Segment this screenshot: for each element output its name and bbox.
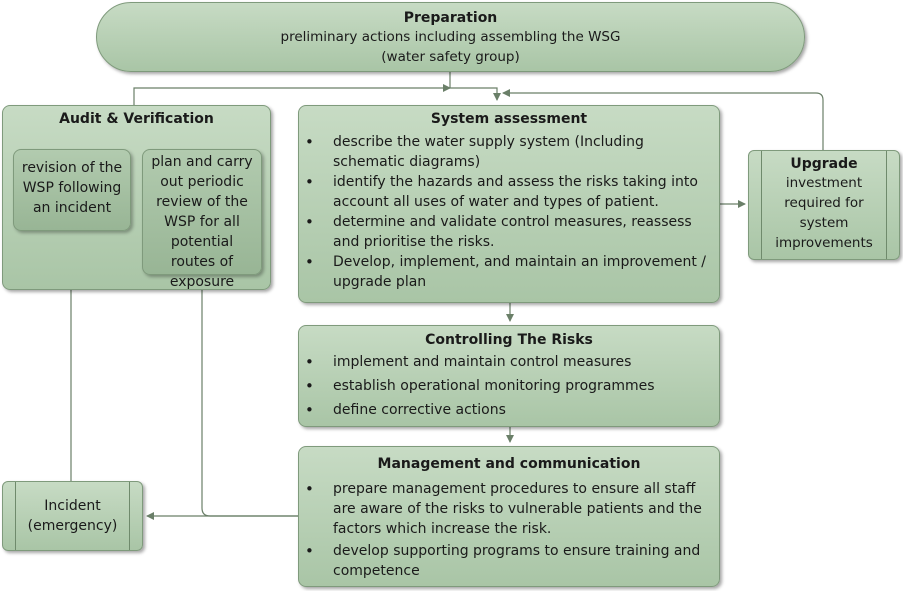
system-assessment-item: describe the water supply system (Includ… [305,132,719,172]
system-assessment-item: determine and validate control measures,… [305,212,719,252]
upgrade-title: Upgrade [790,156,858,172]
system-assessment-title: System assessment [430,111,588,127]
upgrade-box: Upgrade investment required for system i… [748,150,900,260]
upgrade-text: investment required for system improveme… [775,175,873,251]
management-communication-item: prepare management procedures to ensure … [305,479,719,539]
connector-management-to-review [198,279,298,517]
incident-left-rule [15,482,16,550]
controlling-risks-list: implement and maintain control measures … [299,352,719,420]
management-communication-box: Management and communication prepare man… [298,446,720,587]
management-communication-list: prepare management procedures to ensure … [299,479,719,581]
incident-line-2: (emergency) [27,518,118,534]
incident-right-rule [129,482,130,550]
connector-preparation-to-assessment [449,72,501,101]
preparation-title: Preparation [403,10,498,26]
periodic-review-box: plan and carry out periodic review of th… [142,149,262,290]
preparation-line-1: preliminary actions including assembling… [280,29,621,45]
preparation-box: Preparation preliminary actions includin… [96,2,805,72]
system-assessment-item: identify the hazards and assess the risk… [305,172,719,212]
system-assessment-item: Develop, implement, and maintain an impr… [305,252,719,292]
upgrade-left-rule [761,151,762,259]
controlling-risks-title: Controlling The Risks [425,332,593,348]
system-assessment-list: describe the water supply system (Includ… [299,132,719,292]
connector-upgrade-to-assessment [502,89,824,150]
periodic-review-text: plan and carry out periodic review of th… [151,154,253,290]
revision-box: revision of the WSP following an inciden… [13,149,131,231]
management-communication-title: Management and communication [377,456,641,472]
system-assessment-box: System assessment describe the water sup… [298,105,720,303]
upgrade-right-rule [886,151,887,259]
controlling-risks-item: define corrective actions [305,400,719,420]
management-communication-item: develop supporting programs to ensure tr… [305,541,719,581]
controlling-risks-box: Controlling The Risks implement and main… [298,325,720,427]
controlling-risks-item: implement and maintain control measures [305,352,719,372]
incident-box: Incident (emergency) [2,481,143,551]
incident-line-1: Incident [44,498,101,514]
revision-text: revision of the WSP following an inciden… [21,160,123,216]
audit-verification-title: Audit & Verification [59,111,214,127]
controlling-risks-item: establish operational monitoring program… [305,376,719,396]
connector-audit-to-assessment [133,84,451,105]
preparation-line-2: (water safety group) [381,49,520,65]
